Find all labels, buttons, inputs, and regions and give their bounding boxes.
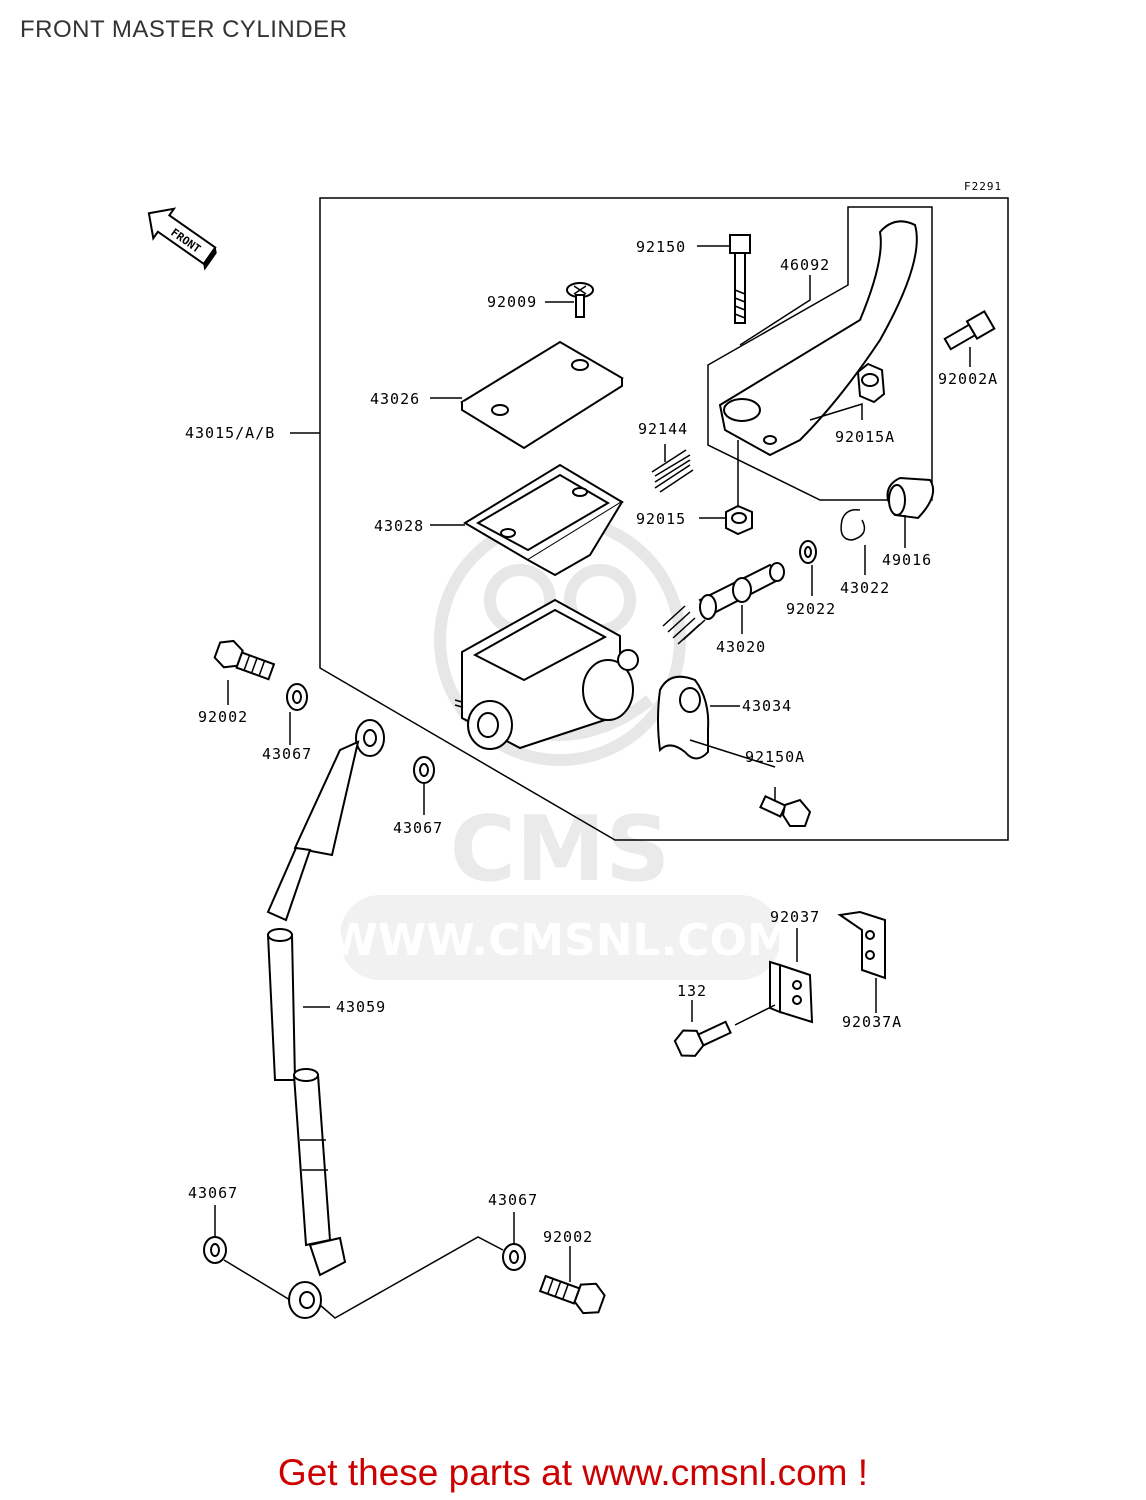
bracket-92037 [769, 960, 814, 1024]
bracket-92037A [837, 910, 886, 980]
watermark-badge [340, 895, 780, 980]
banjo-bolt-92002-top [213, 639, 276, 681]
washer-92022 [799, 540, 817, 564]
circlip-43022 [840, 508, 866, 541]
banjo-bolt-92002-bottom [538, 1274, 606, 1315]
brake-hose-43059 [266, 719, 385, 1319]
label-43059: 43059 [336, 998, 386, 1016]
watermark-brand: CMS [450, 797, 670, 902]
lever-46092 [718, 220, 918, 457]
label-43067-mid: 43067 [393, 819, 443, 837]
nut-92015 [725, 504, 753, 536]
bolt-92002A [943, 309, 996, 351]
watermark-url: WWW.CMSNL.COM [329, 915, 791, 966]
label-92002-bottom: 92002 [543, 1228, 593, 1246]
label-92150A: 92150A [745, 748, 805, 766]
label-43067-bottom-left: 43067 [188, 1184, 238, 1202]
screw-92009 [566, 282, 594, 318]
label-92150: 92150 [636, 238, 686, 256]
label-92144: 92144 [638, 420, 688, 438]
label-92002-top: 92002 [198, 708, 248, 726]
label-43022: 43022 [840, 579, 890, 597]
label-92015: 92015 [636, 510, 686, 528]
bolt-92150 [729, 234, 751, 324]
label-43028: 43028 [374, 517, 424, 535]
cap-43026 [460, 340, 624, 450]
nut-92015A [856, 362, 886, 404]
cylinder-body [454, 598, 639, 750]
clamp-43034 [657, 675, 710, 760]
label-43067-left: 43067 [262, 745, 312, 763]
label-92022: 92022 [786, 600, 836, 618]
label-92002A: 92002A [938, 370, 998, 388]
label-92009: 92009 [487, 293, 537, 311]
parts-diagram: CMS WWW.CMSNL.COM F2291 FRONT [147, 180, 1009, 1319]
label-43067-bottom-right: 43067 [488, 1191, 538, 1209]
label-92015A: 92015A [835, 428, 895, 446]
label-43026: 43026 [370, 390, 420, 408]
figure-code: F2291 [964, 180, 1002, 193]
washer-43067-bottom-left [203, 1236, 227, 1264]
boot-49016 [886, 476, 934, 520]
front-arrow-icon: FRONT [147, 207, 217, 271]
label-92037: 92037 [770, 908, 820, 926]
footer-link[interactable]: Get these parts at www.cmsnl.com ! [277, 1452, 869, 1493]
label-49016: 49016 [882, 551, 932, 569]
washer-43067-bottom-right [502, 1243, 526, 1271]
diaphragm-43028 [463, 463, 624, 577]
label-46092: 46092 [780, 256, 830, 274]
diagram-title: FRONT MASTER CYLINDER [20, 16, 348, 43]
lever-outline [707, 206, 933, 501]
assembly-outline [319, 197, 1009, 841]
label-132: 132 [677, 982, 707, 1000]
label-43020: 43020 [716, 638, 766, 656]
washer-43067-left [286, 683, 308, 711]
piston-43020 [662, 562, 785, 645]
label-43034: 43034 [742, 697, 792, 715]
bolt-92150A [759, 795, 812, 827]
bolt-132 [673, 1020, 732, 1057]
cms-watermark: CMS WWW.CMSNL.COM [329, 514, 791, 980]
leader-lines [214, 245, 971, 1319]
washer-43067-mid [413, 756, 435, 784]
label-92037A: 92037A [842, 1013, 902, 1031]
spring-92144 [651, 449, 694, 493]
label-43015-a-b: 43015/A/B [185, 424, 275, 442]
